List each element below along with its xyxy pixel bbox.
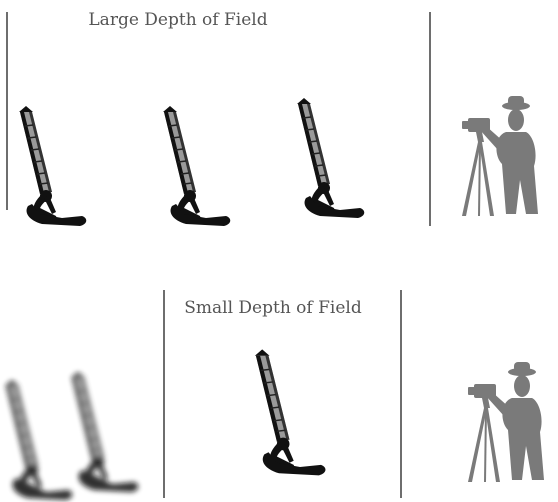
top-caption: Large Depth of Field <box>88 10 267 30</box>
stand-icon-in-focus <box>255 349 326 475</box>
photographer-icon-top <box>462 96 538 216</box>
stand-icon-blurred-1 <box>5 380 72 500</box>
stand-icon-sharp-1 <box>19 106 86 226</box>
bottom-caption: Small Depth of Field <box>184 298 362 318</box>
stand-icon-sharp-2 <box>163 106 230 226</box>
photographer-icon-bottom <box>468 362 544 482</box>
stand-icon-sharp-3 <box>297 98 364 218</box>
stand-icon-blurred-2 <box>71 372 138 492</box>
